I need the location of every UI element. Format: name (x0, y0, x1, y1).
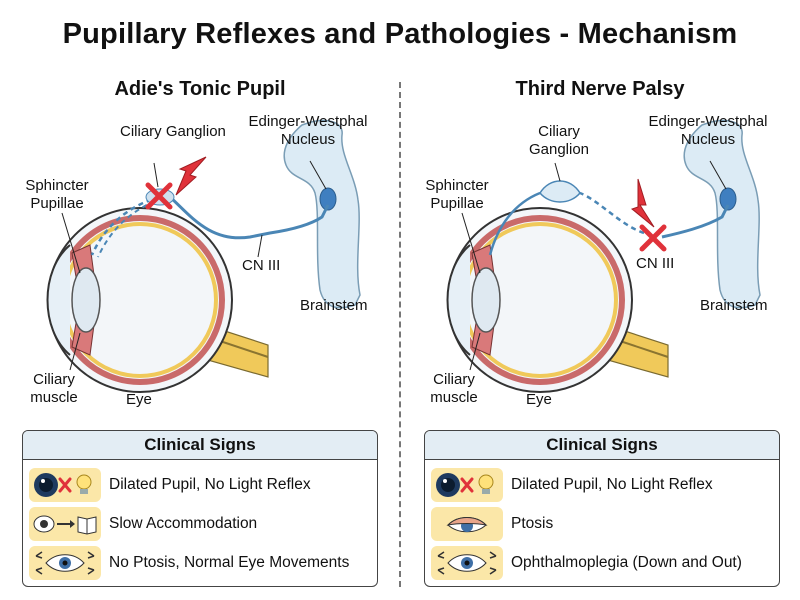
sign-text: Ptosis (511, 515, 554, 532)
cn3-nerve (168, 195, 330, 240)
cn3-nerve-proximal (661, 204, 730, 239)
sign-text: Slow Accommodation (109, 515, 258, 532)
adie-diagram-svg (46, 119, 361, 393)
label-eye: Eye (526, 391, 552, 408)
clinical-signs-third-nerve: Clinical Signs Dilated Pupil, No Light R… (424, 430, 780, 587)
eye-movement-arrows-icon (29, 546, 101, 580)
diagram-third-nerve: Ciliary Ganglion Edinger-Westphal Nucleu… (410, 105, 790, 425)
label-edinger-westphal: Edinger-Westphal Nucleus (248, 113, 368, 148)
sign-row: Slow Accommodation (29, 506, 257, 542)
cornea (446, 244, 471, 356)
eye-arrow-book-icon (29, 507, 101, 541)
sign-row: Dilated Pupil, No Light Reflex (29, 467, 311, 503)
sign-row: Ptosis (431, 506, 553, 542)
sign-text: No Ptosis, Normal Eye Movements (109, 554, 350, 571)
sign-text: Ophthalmoplegia (Down and Out) (511, 554, 742, 571)
cn3-nerve-distal (579, 191, 645, 235)
label-sphincter-pupillae: Sphincter Pupillae (425, 177, 489, 212)
clinical-signs-heading: Clinical Signs (23, 431, 377, 460)
eye-movement-arrows-icon (431, 546, 503, 580)
sign-text: Dilated Pupil, No Light Reflex (511, 476, 713, 493)
label-brainstem: Brainstem (300, 297, 368, 314)
label-edinger-westphal: Edinger-Westphal Nucleus (648, 113, 768, 148)
lesion-cross-icon (145, 182, 173, 210)
clinical-signs-heading: Clinical Signs (425, 431, 779, 460)
lens (71, 267, 101, 333)
label-brainstem: Brainstem (700, 297, 768, 314)
label-sphincter-pupillae: Sphincter Pupillae (25, 177, 89, 212)
eye-cross-bulb-icon (29, 468, 101, 502)
edinger-westphal-nucleus (319, 187, 337, 211)
sign-row: Dilated Pupil, No Light Reflex (431, 467, 713, 503)
label-eye: Eye (126, 391, 152, 408)
label-cn3: CN III (242, 257, 281, 274)
lesion-arrow-icon (630, 178, 655, 228)
label-ciliary-ganglion: Ciliary Ganglion (528, 123, 590, 158)
lesion-cross-icon (639, 224, 667, 252)
diagram-adie: Ciliary Ganglion Edinger-Westphal Nucleu… (10, 105, 390, 425)
third-nerve-diagram-svg (446, 119, 761, 393)
sign-row: Ophthalmoplegia (Down and Out) (431, 545, 742, 581)
postganglionic-fibers (488, 191, 541, 256)
eye-cross-bulb-icon (431, 468, 503, 502)
label-ciliary-muscle: Ciliary muscle (30, 371, 78, 406)
panel-title-adie: Adie's Tonic Pupil (114, 78, 286, 100)
lesion-arrow-icon (175, 156, 207, 196)
sign-text: Dilated Pupil, No Light Reflex (109, 476, 311, 493)
clinical-signs-adie: Clinical Signs Dilated Pupil, No Light R… (22, 430, 378, 587)
ciliary-ganglion (539, 180, 581, 203)
label-cn3: CN III (636, 255, 675, 272)
cornea (46, 244, 71, 356)
panel-title-third-nerve: Third Nerve Palsy (515, 78, 685, 100)
drooping-eyelid-icon (431, 507, 503, 541)
sign-row: No Ptosis, Normal Eye Movements (29, 545, 349, 581)
label-ciliary-ganglion: Ciliary Ganglion (120, 123, 226, 140)
label-ciliary-muscle: Ciliary muscle (430, 371, 478, 406)
panel-divider (399, 82, 401, 587)
edinger-westphal-nucleus (719, 187, 737, 211)
lens (471, 267, 501, 333)
page-title: Pupillary Reflexes and Pathologies - Mec… (62, 18, 738, 50)
